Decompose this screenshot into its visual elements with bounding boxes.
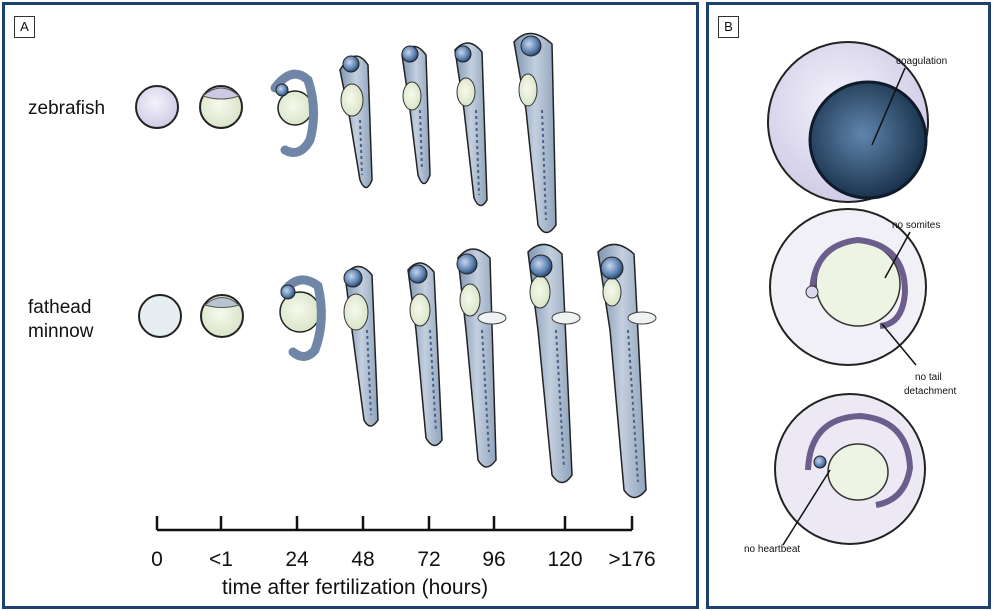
tick-label-1: <1 [209,548,233,572]
minnow-176h-larva [598,244,656,497]
zebrafish-24h-embryo [275,74,314,152]
zebrafish-1h-egg [200,86,242,128]
zebrafish-0h-egg [136,86,178,128]
tick-label-176: >176 [608,548,655,572]
tick-label-24: 24 [285,548,308,572]
tick-label-120: 120 [547,548,582,572]
annotation-no-somites: no somites [892,220,940,232]
annotation-detachment: detachment [904,386,956,398]
minnow-24h-embryo [280,280,321,357]
panel-b-label: B [718,16,739,38]
annotation-no-tail: no tail [915,372,942,384]
zebrafish-72h-larva [402,46,430,184]
tick-label-72: 72 [417,548,440,572]
minnow-0h-egg [139,295,181,337]
minnow-120h-larva [528,244,580,482]
panel-b: B [706,2,991,609]
minnow-96h-larva [457,249,506,467]
minnow-48h-larva [344,267,378,427]
axis-title: time after fertilization (hours) [222,576,488,600]
time-axis [157,516,632,530]
annotation-no-heartbeat: no heartbeat [744,544,800,556]
tick-label-48: 48 [351,548,374,572]
zebrafish-48h-larva [340,56,372,188]
tick-label-96: 96 [482,548,505,572]
zebrafish-96h-larva [455,43,487,206]
tick-label-0: 0 [151,548,163,572]
annotation-coagulation: coagulation [896,56,947,68]
minnow-1h-egg [201,295,243,337]
zebrafish-120h-larva [514,33,556,232]
minnow-72h-larva [408,263,442,446]
